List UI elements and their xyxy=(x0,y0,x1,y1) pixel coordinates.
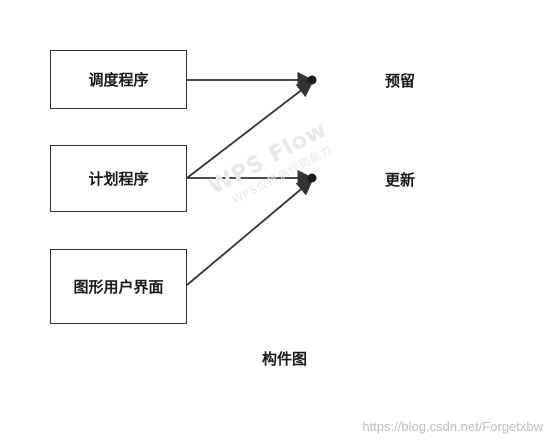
component-planner-label: 计划程序 xyxy=(88,170,149,188)
interface-dot-update xyxy=(307,173,317,183)
connector-planner-reserve xyxy=(186,81,314,179)
diagram-caption: 构件图 xyxy=(262,350,308,368)
interface-update-label: 更新 xyxy=(385,171,416,189)
interface-dot-reserve xyxy=(307,75,317,85)
interface-reserve-label: 预留 xyxy=(385,72,416,90)
component-planner: 计划程序 xyxy=(50,145,187,212)
component-scheduler: 调度程序 xyxy=(50,50,187,109)
source-url-watermark: https://blog.csdn.net/Forgetxbw xyxy=(362,419,543,434)
component-scheduler-label: 调度程序 xyxy=(88,71,149,89)
component-gui-label: 图形用户界面 xyxy=(73,278,164,296)
connector-gui-update xyxy=(186,178,314,286)
component-gui: 图形用户界面 xyxy=(50,249,187,324)
